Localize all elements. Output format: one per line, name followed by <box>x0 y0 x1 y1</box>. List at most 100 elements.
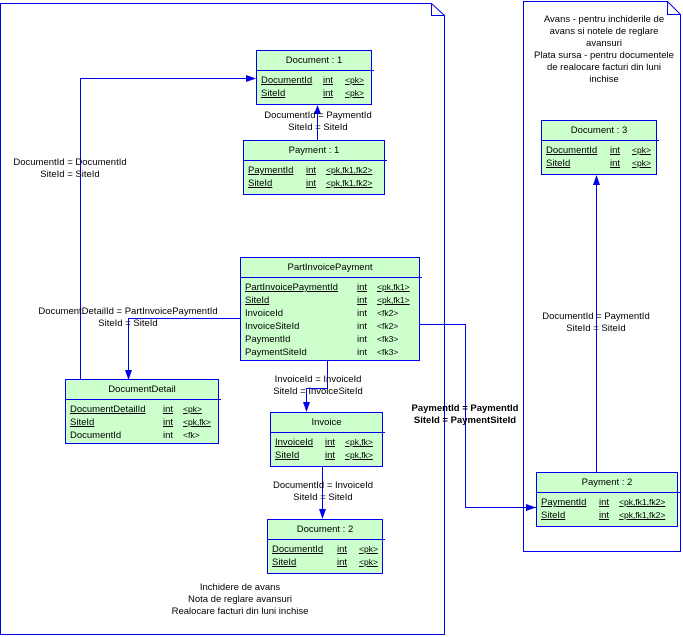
note-line: Nota de reglare avansuri <box>187 594 293 605</box>
note-line: Avans - pentru inchiderile de <box>543 14 665 25</box>
column-type: int <box>325 450 336 461</box>
arrowhead <box>125 370 132 380</box>
column-key: <pk,fk1,fk2> <box>619 510 666 520</box>
join-condition: SiteId = SiteId <box>566 323 626 334</box>
arrowhead <box>314 105 321 114</box>
join-condition: DocumentId = PaymentId <box>542 311 650 322</box>
connector-documentdetail-document1[interactable] <box>80 78 256 381</box>
column-key: <pk> <box>345 88 364 98</box>
column-type: int <box>337 557 348 568</box>
column-type: int <box>357 282 368 293</box>
right-note-fold <box>667 1 681 15</box>
entity-part-invoice-payment[interactable]: PartInvoicePayment PartInvoicePaymentId i… <box>240 257 422 361</box>
column-key: <fk2> <box>377 321 399 331</box>
column-name: DocumentId <box>546 145 598 156</box>
note-line: Inchidere de avans <box>199 582 281 593</box>
column-key: <pk,fk1,fk2> <box>619 497 666 507</box>
column-key: <fk> <box>183 430 200 440</box>
column-name: PartInvoicePaymentId <box>245 282 338 293</box>
relationship-label-payment1-document1: DocumentId = PaymentId SiteId = SiteId <box>248 110 388 134</box>
column-name: DocumentId <box>70 430 122 441</box>
entity-title: Payment : 1 <box>244 141 387 161</box>
left-note-text: Inchidere de avans Nota de reglare avans… <box>150 582 330 618</box>
relationship-label-payment2-document3: DocumentId = PaymentId SiteId = SiteId <box>526 311 666 335</box>
column-type: int <box>323 88 334 99</box>
join-condition: SiteId = SiteId <box>98 318 158 329</box>
column-type: int <box>357 321 368 332</box>
column-type: int <box>357 347 368 358</box>
column-key: <pk> <box>359 557 378 567</box>
relationship-label-pip-invoice: InvoiceId = InvoiceId SiteId = InvoiceSi… <box>258 374 378 398</box>
column-type: int <box>610 158 621 169</box>
column-key: <fk3> <box>377 334 399 344</box>
arrowhead <box>246 75 256 82</box>
column-type: int <box>163 404 174 415</box>
arrowhead <box>319 509 326 519</box>
column-key: <pk,fk1> <box>377 295 410 305</box>
column-name: DocumentId <box>261 75 313 86</box>
entity-title: Invoice <box>271 413 385 433</box>
column-name: PaymentId <box>248 165 294 176</box>
relationship-label-invoice-document2: DocumentId = InvoiceId SiteId = SiteId <box>258 480 388 504</box>
column-key: <pk> <box>359 544 378 554</box>
column-key: <pk> <box>632 158 651 168</box>
column-name: PaymentId <box>245 334 291 345</box>
entity-title: PartInvoicePayment <box>241 258 422 278</box>
relationship-label-documentdetail-document1: DocumentId = DocumentId SiteId = SiteId <box>0 157 140 181</box>
relationship-label-pip-payment2: PaymentId = PaymentId SiteId = PaymentSi… <box>402 403 528 427</box>
column-row: PaymentSiteId int <fk3> <box>245 346 416 359</box>
connector-pip-payment2[interactable] <box>420 324 536 508</box>
column-type: int <box>163 417 174 428</box>
connector-pip-documentdetail[interactable] <box>128 318 241 380</box>
join-condition: SiteId = InvoiceSiteId <box>273 386 363 397</box>
column-name: InvoiceId <box>245 308 284 319</box>
connector-pip-invoice[interactable] <box>306 361 328 411</box>
join-condition: SiteId = SiteId <box>288 122 348 133</box>
entity-title: Document : 3 <box>542 121 659 141</box>
column-name: SiteId <box>245 295 270 306</box>
right-note-text: Avans - pentru inchiderile de avans si n… <box>524 14 683 86</box>
column-name: DocumentDetailId <box>70 404 146 415</box>
note-line: Plata sursa - pentru documentele <box>534 50 674 61</box>
entity-title: DocumentDetail <box>66 380 221 400</box>
column-type: int <box>306 178 317 189</box>
column-name: SiteId <box>275 450 300 461</box>
column-name: SiteId <box>272 557 297 568</box>
column-name: InvoiceId <box>275 437 314 448</box>
note-line: de realocare facturi din luni <box>546 62 662 73</box>
column-key: <pk,fk> <box>345 450 373 460</box>
column-key: <pk> <box>345 75 364 85</box>
column-key: <fk3> <box>377 347 399 357</box>
column-name: PaymentSiteId <box>245 347 307 358</box>
join-condition: SiteId = SiteId <box>293 492 353 503</box>
join-condition: InvoiceId = InvoiceId <box>274 374 362 385</box>
column-key: <pk> <box>632 145 651 155</box>
column-type: int <box>306 165 317 176</box>
join-condition: SiteId = PaymentSiteId <box>413 415 517 426</box>
note-line: inchise <box>589 74 619 85</box>
